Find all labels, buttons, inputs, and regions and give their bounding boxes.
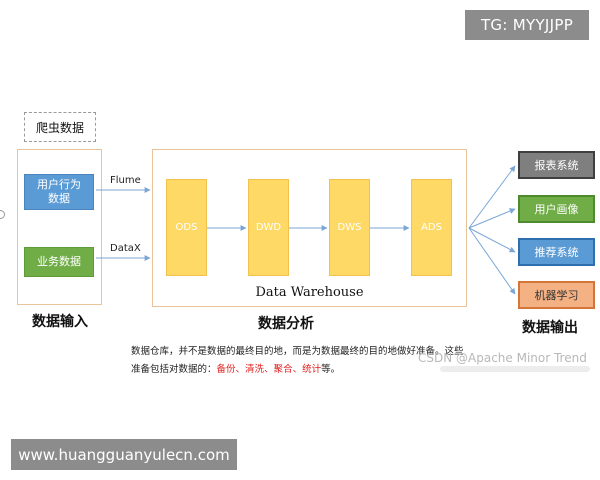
output-user-profile: 用户画像 xyxy=(518,195,595,223)
highlight-sep-1: 、 xyxy=(235,364,246,375)
watermark-site-badge: www.huangguanyulecn.com xyxy=(11,439,237,470)
section-label-input: 数据输入 xyxy=(32,314,88,330)
highlight-sep-3: 、 xyxy=(292,364,303,375)
warehouse-title: Data Warehouse xyxy=(255,285,364,300)
layer-dwd: DWD xyxy=(248,179,289,276)
user-behavior-line1: 用户行为 xyxy=(37,178,81,191)
business-data-box: 业务数据 xyxy=(24,247,94,277)
layer-ads: ADS xyxy=(411,179,452,276)
csdn-watermark: CSDN @Apache Minor Trend xyxy=(418,351,587,365)
arrow-to-report xyxy=(468,165,516,229)
warehouse-frame xyxy=(152,149,467,307)
output-report-system: 报表系统 xyxy=(518,151,595,179)
highlight-sep-2: 、 xyxy=(264,364,274,375)
description-line2-prefix: 准备包括对数据的： xyxy=(131,364,217,375)
edge-circle-marker xyxy=(0,210,5,219)
input-frame xyxy=(17,149,102,305)
output-recommend-system: 推荐系统 xyxy=(518,238,595,266)
layer-ods: ODS xyxy=(166,179,207,276)
section-label-analysis: 数据分析 xyxy=(258,316,314,332)
user-behavior-line2: 数据 xyxy=(48,192,70,205)
arrow-to-ml xyxy=(468,227,516,295)
highlight-backup: 备份 xyxy=(216,364,236,375)
watermark-tg-badge: TG: MYYJJPP xyxy=(465,10,589,40)
highlight-statistics: 统计 xyxy=(302,364,322,375)
arrow-to-recommend xyxy=(468,227,516,253)
description-line2-suffix: 等。 xyxy=(321,364,341,375)
crawler-data-box: 爬虫数据 xyxy=(24,112,96,142)
output-machine-learning: 机器学习 xyxy=(518,281,595,309)
watermark-smear xyxy=(440,366,590,372)
description-line1: 数据仓库，并不是数据的最终目的地，而是为数据最终的目的地做好准备。这些 xyxy=(131,346,464,357)
layer-dws: DWS xyxy=(329,179,370,276)
user-behavior-data-box: 用户行为数据 xyxy=(24,174,94,210)
datax-label: DataX xyxy=(110,243,141,254)
highlight-clean: 清洗 xyxy=(245,364,265,375)
section-label-output: 数据输出 xyxy=(522,320,578,336)
description-text: 数据仓库，并不是数据的最终目的地，而是为数据最终的目的地做好准备。这些 准备包括… xyxy=(131,343,491,379)
arrow-to-profile xyxy=(468,208,516,229)
highlight-aggregate: 聚合 xyxy=(273,364,293,375)
flume-label: Flume xyxy=(110,175,141,186)
description-line2: 准备包括对数据的：备份、清洗、聚合、统计等。 xyxy=(131,361,491,379)
